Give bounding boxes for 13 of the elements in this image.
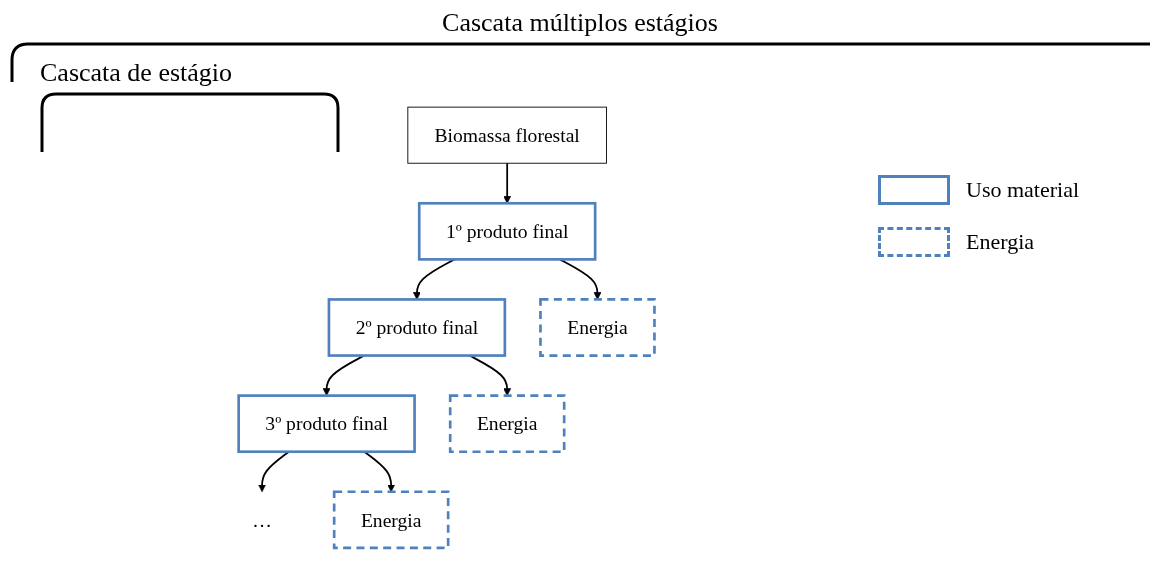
node-box: Biomassa florestal <box>407 106 607 164</box>
node-box: Energia <box>539 298 656 357</box>
bracket-label: Cascata múltiplos estágios <box>441 8 719 38</box>
legend-label: Energia <box>966 229 1034 255</box>
legend-label: Uso material <box>966 177 1080 203</box>
bracket-label: Cascata de estágio <box>40 58 233 88</box>
node-box: Energia <box>332 490 450 550</box>
node-box: 3º produto final <box>237 394 416 454</box>
node-box: 2º produto final <box>327 298 507 357</box>
arrow <box>503 162 512 204</box>
node-box: 1º produto final <box>417 201 597 261</box>
node-box: Energia <box>448 394 566 454</box>
node-text: … <box>252 508 272 531</box>
